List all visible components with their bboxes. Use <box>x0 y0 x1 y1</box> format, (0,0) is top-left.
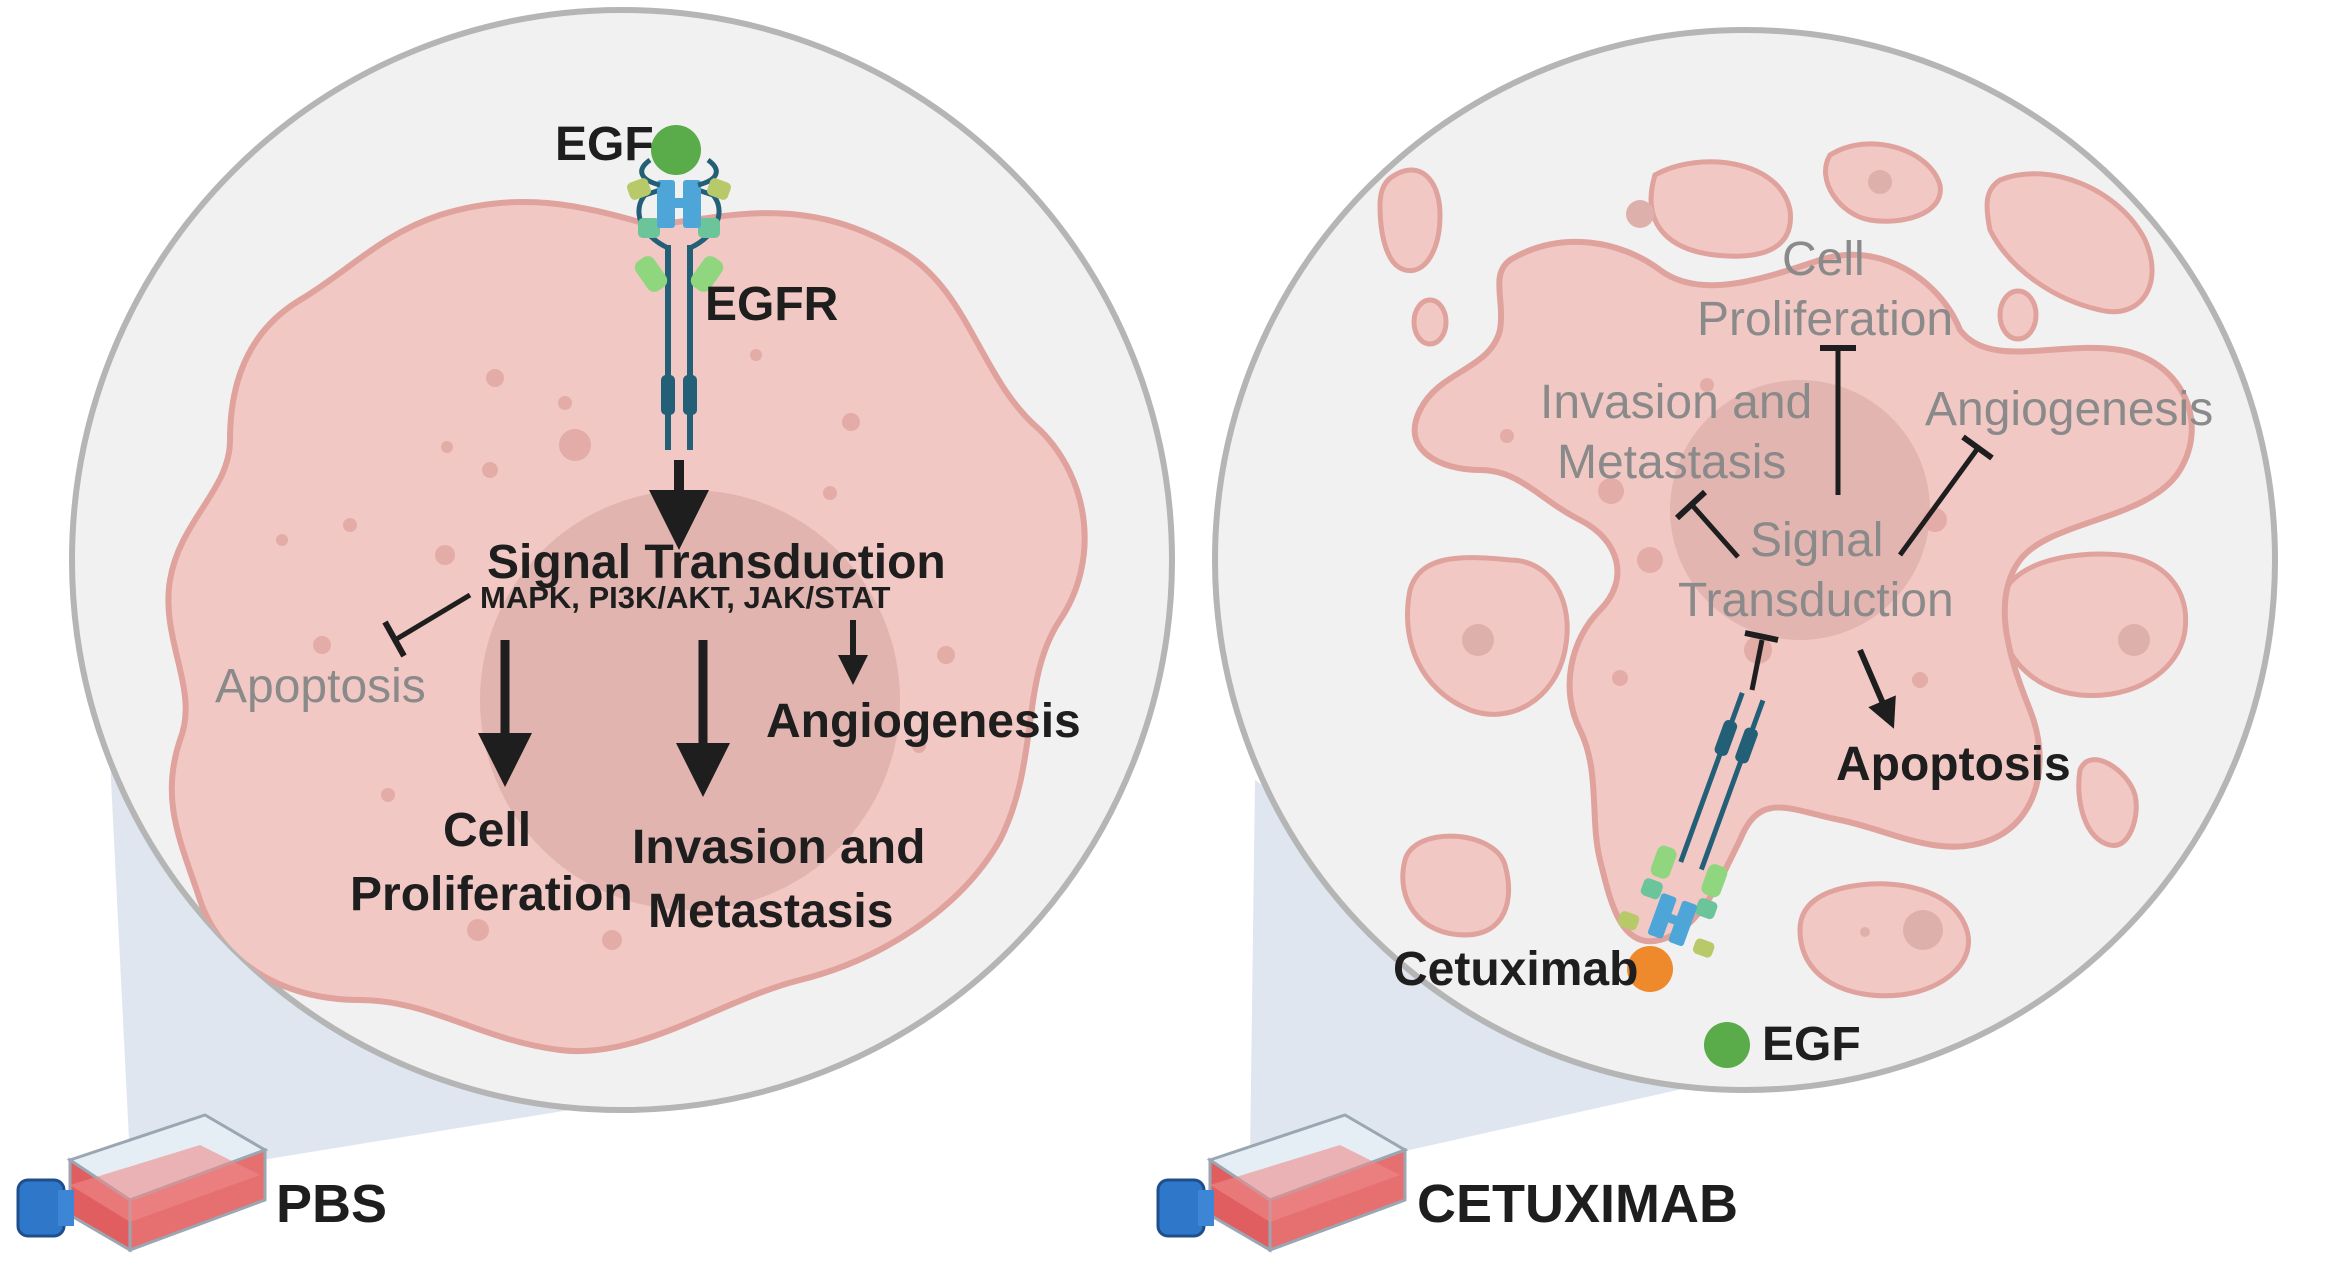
signal-label-right-2: Transduction <box>1678 574 1954 627</box>
apoptosis-label-right: Apoptosis <box>1836 738 2071 791</box>
apoptosis-label-left: Apoptosis <box>215 660 426 713</box>
condition-label-cetuximab: CETUXIMAB <box>1417 1174 1738 1234</box>
proliferation-label-right-2: Proliferation <box>1697 293 1953 346</box>
pbs-panel: EGF EGFR Signal Transduction MAPK, PI3K/… <box>16 7 1175 1253</box>
invasion-label-left-2: Metastasis <box>648 885 893 938</box>
invasion-label-right-2: Metastasis <box>1557 436 1786 489</box>
arrow-to-apoptosis <box>1857 648 1896 729</box>
invasion-label-left-1: Invasion and <box>632 821 925 874</box>
culture-flask-left-icon <box>16 1113 269 1253</box>
cetuximab-panel: Cell Proliferation Invasion and Metastas… <box>1156 27 2278 1253</box>
proliferation-label-left-2: Proliferation <box>350 868 633 921</box>
cetuximab-antibody-icon <box>1627 946 1673 992</box>
fragment-nuclei <box>1462 170 2150 950</box>
condition-label-pbs: PBS <box>276 1174 387 1234</box>
proliferation-label-left-1: Cell <box>443 804 531 857</box>
signal-label-right-1: Signal <box>1750 514 1883 567</box>
inhibition-bar <box>382 620 407 658</box>
signal-transduction-title: Signal Transduction <box>487 536 946 589</box>
egfr-label: EGFR <box>705 278 838 331</box>
culture-flask-right-icon <box>1156 1113 1409 1253</box>
signal-pathways-list: MAPK, PI3K/AKT, JAK/STAT <box>480 580 891 615</box>
nucleus-right <box>1670 380 1930 640</box>
nucleus-left <box>480 490 900 910</box>
cetuximab-label: Cetuximab <box>1393 943 1638 996</box>
egfr-receptor-blocked <box>1617 692 1766 958</box>
invasion-label-right-1: Invasion and <box>1540 376 1812 429</box>
egf-ligand-icon <box>651 125 701 175</box>
egf-label: EGF <box>555 118 654 171</box>
inhibition-lines-right <box>1674 345 1994 691</box>
egf-ligand-icon-right <box>1704 1022 1750 1068</box>
cell-vesicles-left <box>276 349 955 950</box>
proliferation-label-right-1: Cell <box>1782 233 1865 286</box>
angiogenesis-label-right: Angiogenesis <box>1925 383 2213 436</box>
egf-label-right: EGF <box>1762 1018 1861 1071</box>
egfr-receptor <box>626 157 732 450</box>
angiogenesis-label-left: Angiogenesis <box>766 695 1081 748</box>
inhibition-apoptosis <box>393 592 472 643</box>
